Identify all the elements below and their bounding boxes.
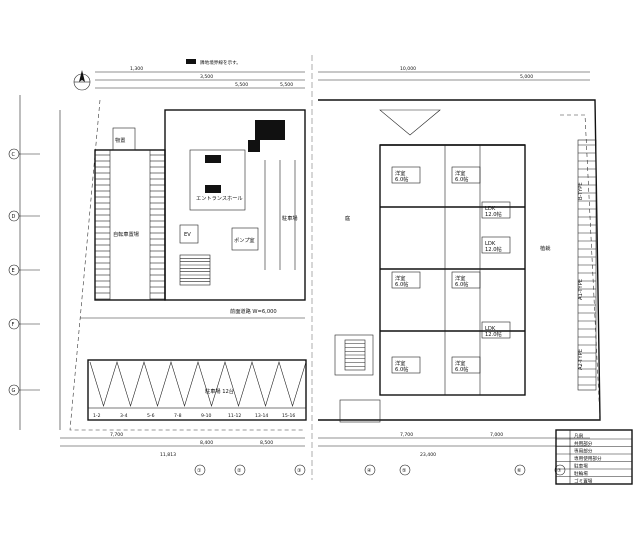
grid-e: E [12, 268, 15, 274]
elevator-label: EV [184, 232, 191, 238]
pump-room-label: ポンプ室 [234, 236, 255, 244]
unit-room-label: LDK [485, 241, 496, 247]
type-a2-label: A2-TYPE [578, 349, 584, 370]
green-label: 植栽 [540, 244, 550, 252]
bicycle-parking-label: 自転車置場 [113, 230, 139, 238]
right-sheet: 10,000 5,000 洋室6.0帖洋室6.0帖LDK12.0帖LDK12.0… [318, 66, 633, 485]
unit-room-label: 洋室 [455, 169, 465, 177]
bay-label: 9-10 [201, 413, 212, 419]
bay-label: 1-2 [93, 413, 101, 419]
unit-room-label: LDK [485, 206, 496, 212]
unit-room-label: 洋室 [395, 274, 405, 282]
bay-label: 3-4 [120, 413, 128, 419]
legend-row: 駐輪場 [574, 470, 588, 477]
grid-f: F [12, 322, 15, 328]
grid-2: ② [237, 468, 242, 474]
r-dim-bottom-total: 23,400 [420, 452, 436, 458]
road-label: 前面道路 W=6,000 [230, 307, 277, 315]
bicycle-parking: 自転車置場 [94, 149, 166, 301]
storage-label: 物置 [115, 136, 125, 144]
grid-5: ⑤ [402, 468, 406, 474]
outdoor-parking: 駐車場 12台 1-2 3-4 5-6 7-8 9-10 11-12 13-14 15-16 [87, 359, 307, 421]
grid-3: ③ [297, 468, 301, 474]
bay-label: 11-12 [228, 413, 241, 419]
r-dim-top-2: 5,000 [520, 74, 533, 80]
bay-label: 13-14 [255, 413, 268, 419]
unit-room-label: 6.0帖 [395, 365, 408, 373]
legend-row: 駐車場 [574, 463, 588, 470]
grid-d: D [12, 214, 16, 220]
dim-top-1: 1,300 [130, 66, 143, 72]
bay-label: 5-6 [147, 413, 155, 419]
outdoor-parking-label: 駐車場 12台 [205, 387, 234, 395]
boundary-note: 隣地境界線を示す。 [200, 59, 241, 66]
entrance-hall-label: エントランスホール [196, 195, 243, 202]
legend-row: 専用使用部分 [574, 455, 602, 462]
parking-label: 駐車場 [282, 214, 298, 222]
unit-room-label: 6.0帖 [395, 175, 408, 183]
grid-1: ① [197, 468, 202, 474]
type-b-label: B-TYPE [578, 182, 584, 200]
unit-room-label: 12.0帖 [485, 210, 502, 218]
garden-label: 庭 [345, 214, 350, 222]
legend-row: 共用部分 [574, 440, 593, 447]
legend-row: 凡例 [574, 433, 584, 440]
r-dim-bottom-1: 7,700 [400, 432, 413, 438]
building-core: エントランスホール EV ポンプ室 駐車場 物置 [112, 109, 306, 301]
legend-row: 専用部分 [574, 448, 593, 455]
dim-bottom-total: 11,813 [160, 452, 176, 458]
unit-room-label: 洋室 [455, 359, 465, 367]
north-arrow-icon [73, 70, 91, 91]
unit-room-label: 洋室 [455, 274, 465, 282]
unit-room-label: 洋室 [395, 359, 405, 367]
bay-label: 15-16 [282, 413, 295, 419]
unit-room-label: 12.0帖 [485, 245, 502, 253]
unit-room-label: LDK [485, 326, 496, 332]
unit-room-label: 6.0帖 [455, 365, 468, 373]
r-dim-top-1: 10,000 [400, 66, 416, 72]
dim-top-2: 3,500 [200, 74, 213, 80]
r-dim-bottom-2: 7,000 [490, 432, 503, 438]
dim-bottom-1: 7,700 [110, 432, 123, 438]
grid-c: C [12, 152, 16, 158]
grid-6: ⑥ [517, 468, 522, 474]
legend-row: ゴミ置場 [574, 478, 593, 485]
left-sheet: 1,300 3,500 5,500 5,500 隣地境界線を示す。 C D E … [8, 59, 307, 476]
unit-room-label: 6.0帖 [395, 280, 408, 288]
unit-room-label: 12.0帖 [485, 330, 502, 338]
grid-7: ⑦ [557, 468, 562, 474]
dim-bottom-2: 8,400 [200, 440, 213, 446]
boundary-mark [186, 59, 196, 64]
bay-label: 7-8 [174, 413, 182, 419]
dim-top-4: 5,500 [280, 82, 293, 88]
left-grid-bubbles: C D E F G [8, 148, 40, 396]
unit-room-label: 洋室 [395, 169, 405, 177]
dim-top-3: 5,500 [235, 82, 248, 88]
grid-g: G [12, 388, 16, 394]
grid-4: ④ [367, 468, 372, 474]
unit-room-label: 6.0帖 [455, 175, 468, 183]
type-a1-label: A1-TYPE [578, 279, 584, 300]
dim-bottom-3: 8,500 [260, 440, 273, 446]
unit-room-label: 6.0帖 [455, 280, 468, 288]
